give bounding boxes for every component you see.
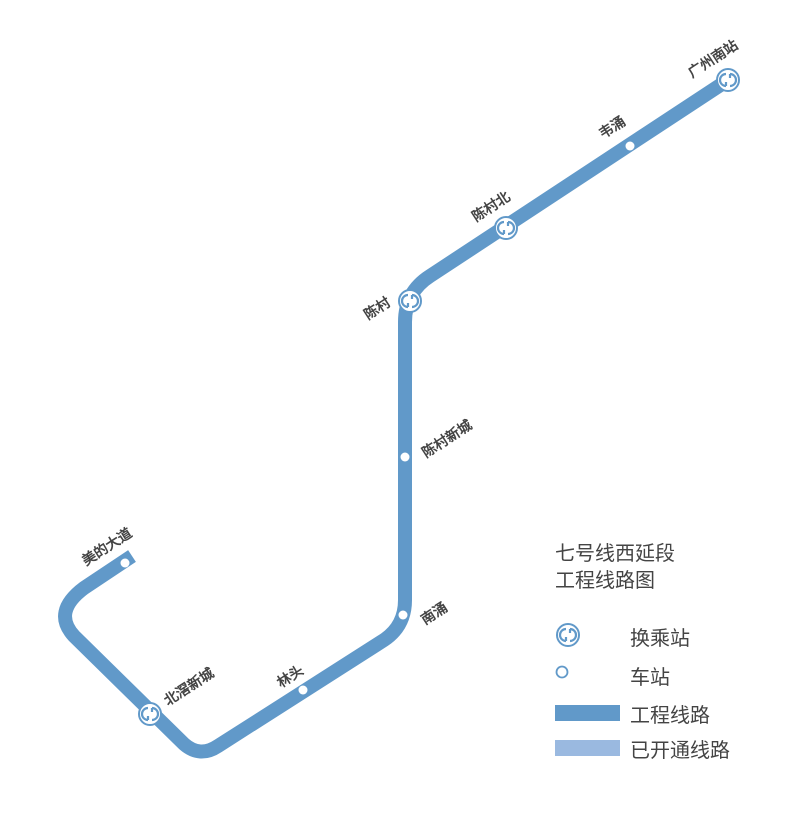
interchange-icon: [555, 622, 581, 648]
interchange-icon: [493, 215, 519, 241]
station-label: 陈村新城: [419, 417, 475, 462]
line-7-west-extension: [58, 74, 732, 759]
station-label: 陈村: [361, 294, 394, 324]
station-label: 北滘新城: [161, 665, 217, 710]
interchange-icon: [137, 701, 163, 727]
map-title: 七号线西延段 工程线路图: [555, 540, 675, 594]
legend-label: 已开通线路: [630, 738, 730, 762]
interchange-icon: [715, 67, 741, 93]
station-label: 南涌: [418, 599, 451, 629]
station-weichong[interactable]: 韦涌: [596, 114, 635, 151]
title-line-2: 工程线路图: [555, 568, 655, 592]
legend-label: 车站: [630, 665, 670, 689]
station-label: 韦涌: [596, 114, 628, 143]
interchange-icon: [397, 288, 423, 314]
opened-line-swatch: [555, 740, 620, 756]
station-meidi-dadao[interactable]: 美的大道: [79, 525, 135, 570]
station-icon: [555, 665, 569, 679]
station-lintou[interactable]: 林头: [274, 662, 308, 695]
legend-label: 工程线路: [630, 703, 710, 727]
legend: 七号线西延段 工程线路图 换乘站 车站 工程线路 已开通线路: [555, 540, 730, 762]
station-beijiao-xincheng[interactable]: 北滘新城: [137, 665, 217, 727]
construction-line-swatch: [555, 705, 620, 721]
title-line-1: 七号线西延段: [555, 541, 675, 565]
legend-label: 换乘站: [630, 626, 690, 650]
